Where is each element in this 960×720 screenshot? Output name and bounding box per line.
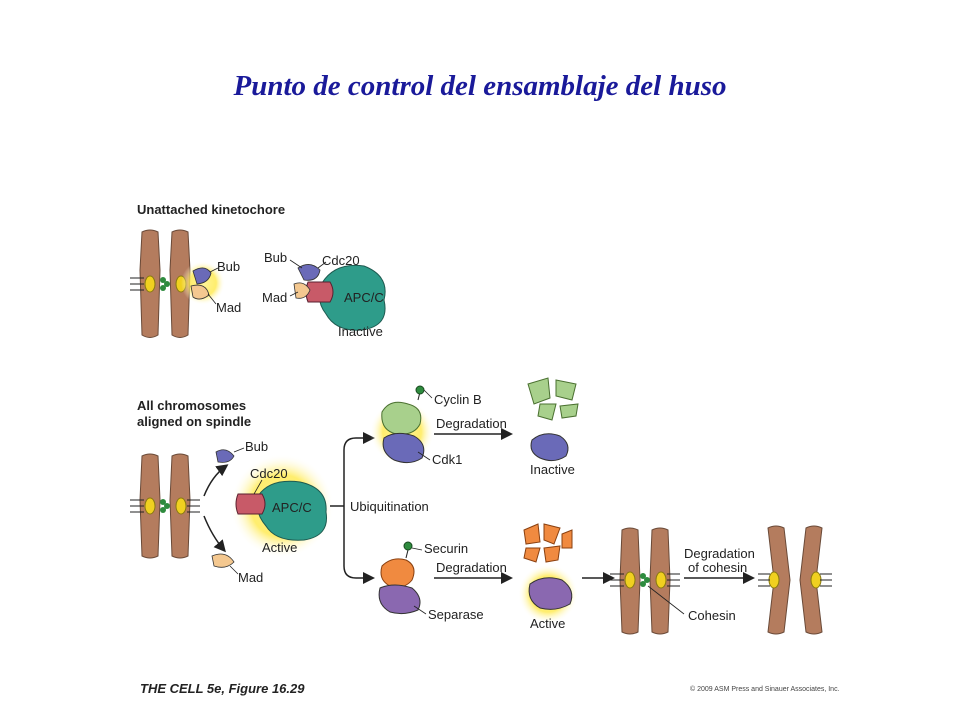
bub-released (215, 449, 235, 463)
ubiquitin-cyclin (415, 385, 425, 395)
chromosome-aligned (130, 453, 200, 559)
separated-chromatids (758, 525, 832, 635)
inactive-label-top: Inactive (338, 324, 383, 339)
apcc-label-bottom: APC/C (272, 500, 312, 515)
cyclin-b (381, 401, 422, 435)
bub-label-complex: Bub (264, 250, 287, 265)
degradation-cohesin-line2: of cohesin (688, 560, 747, 575)
separase (378, 584, 421, 615)
cohesin-label: Cohesin (688, 608, 736, 623)
page-title: Punto de control del ensamblaje del huso (233, 70, 727, 102)
ubiquitin-securin (403, 541, 413, 551)
apcc-active (256, 480, 328, 541)
degradation-lower-label: Degradation (436, 560, 507, 575)
bottom-heading-line1: All chromosomes (137, 398, 246, 413)
ubiquitination-label: Ubiquitination (350, 499, 429, 514)
cdc20-active (235, 493, 266, 515)
mad-bound (293, 282, 311, 299)
chromosome-unattached (130, 229, 191, 338)
cdk1-label: Cdk1 (432, 452, 462, 467)
mad-label-bottom: Mad (238, 570, 263, 585)
figure-credit: THE CELL 5e, Figure 16.29 (140, 681, 305, 696)
cdc20-label-bottom: Cdc20 (250, 466, 288, 481)
bub-label-bottom: Bub (245, 439, 268, 454)
copyright-notice: © 2009 ASM Press and Sinauer Associates,… (690, 686, 840, 693)
inactive-label-bottom: Inactive (530, 462, 575, 477)
apcc-label-top: APC/C (344, 290, 384, 305)
separase-label: Separase (428, 607, 484, 622)
bottom-heading-line2: aligned on spindle (137, 414, 251, 429)
cdk1 (382, 432, 425, 464)
separase-active (528, 577, 573, 610)
mad-released (211, 553, 235, 568)
apcc-inactive (318, 264, 386, 331)
securin-label: Securin (424, 541, 468, 556)
mad-label-complex: Mad (262, 290, 287, 305)
active-label-bottom: Active (262, 540, 297, 555)
securin-fragments (523, 523, 573, 563)
cdc20-inactive (305, 281, 334, 303)
active-label-separase: Active (530, 616, 565, 631)
cdk1-inactive (530, 433, 569, 462)
securin (380, 558, 415, 588)
degradation-cohesin-line1: Degradation (684, 546, 755, 561)
cyclin-b-label: Cyclin B (434, 392, 482, 407)
top-panel-heading: Unattached kinetochore (137, 202, 285, 217)
degradation-upper-label: Degradation (436, 416, 507, 431)
bub-protein (192, 267, 212, 285)
bub-bound (297, 264, 321, 281)
bub-label-top: Bub (217, 259, 240, 274)
chromosome-cohesin (610, 527, 680, 635)
mad-label-top: Mad (216, 300, 241, 315)
cyclin-fragments (527, 377, 579, 421)
cdc20-label-top: Cdc20 (322, 253, 360, 268)
